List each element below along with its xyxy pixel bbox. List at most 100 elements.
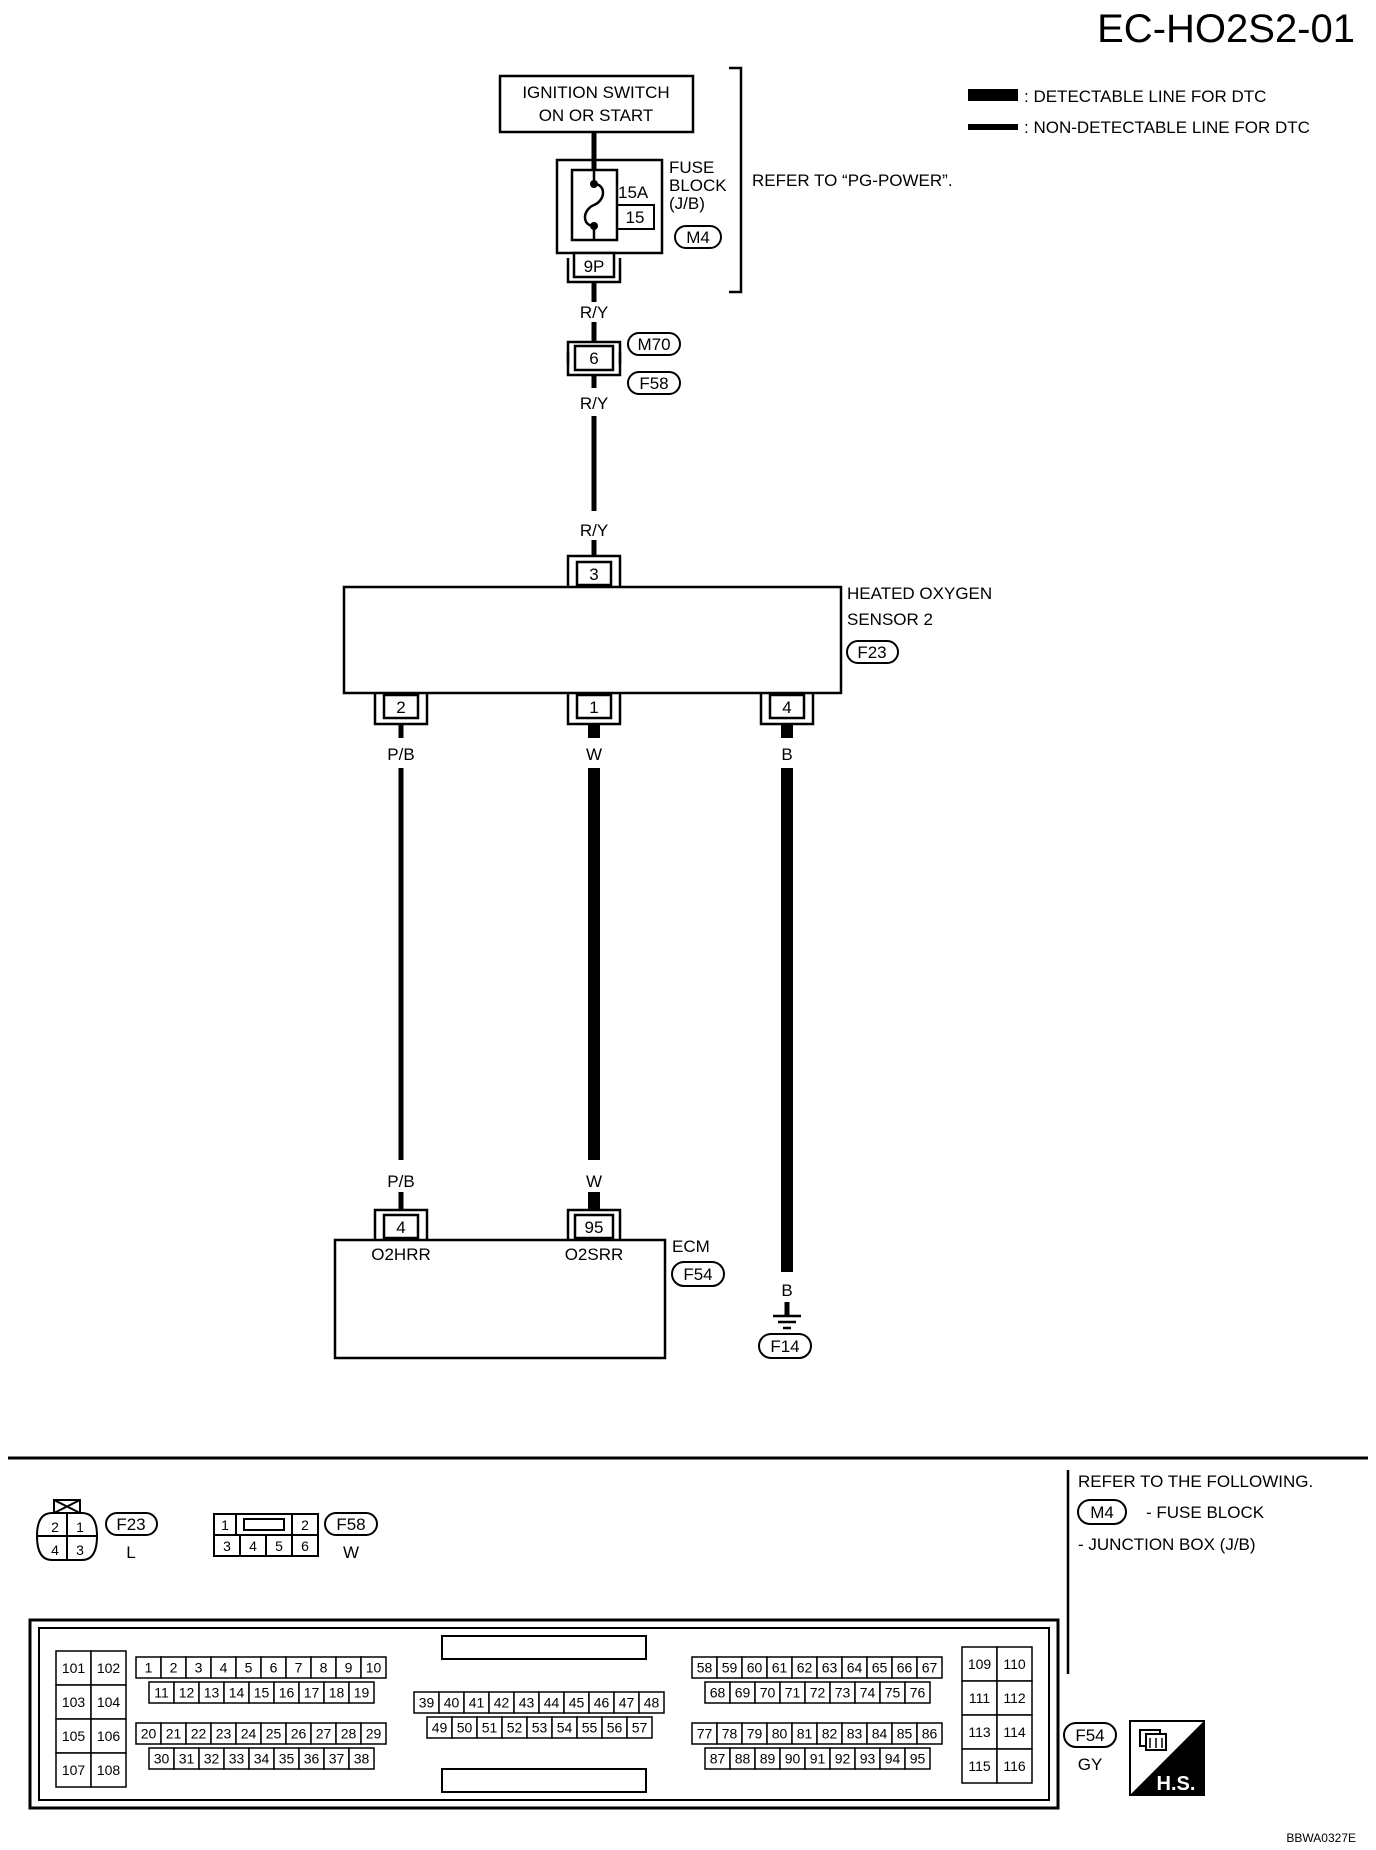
joint-connector-pin-box (573, 344, 615, 372)
ecm-pin-4-box (382, 1213, 420, 1240)
ecm-pin-cell (348, 1747, 375, 1770)
sensor-pin-3-bracket (566, 554, 622, 587)
ecm-pin-cell (996, 1714, 1033, 1750)
ecm-pin-4-bracket (373, 1208, 429, 1240)
connector-f23-pin: 3 (76, 1542, 84, 1558)
fuse-terminal-label: 9P (584, 257, 605, 276)
ecm-pin-number: 95 (910, 1751, 926, 1767)
fuse-terminal-box (572, 251, 616, 279)
ecm-pin-number: 102 (97, 1660, 121, 1676)
wire-color-b: B (781, 745, 792, 764)
wire-color-w: W (586, 1172, 602, 1191)
ecm-pin-number: 62 (797, 1660, 813, 1676)
ecm-pin-95-name: O2SRR (565, 1245, 624, 1264)
ecm-connector-badge (671, 1261, 725, 1287)
ecm-pin-number: 37 (329, 1751, 345, 1767)
ecm-pin-number: 36 (304, 1751, 320, 1767)
ecm-pin-number: 31 (179, 1751, 195, 1767)
ecm-pin-number: 110 (1003, 1656, 1026, 1672)
sensor-pin-1: 1 (589, 698, 598, 717)
connector-f54-outer (28, 1618, 1060, 1810)
joint-connector-badge-b (627, 371, 681, 395)
legend: : DETECTABLE LINE FOR DTC : NON-DETECTAB… (968, 87, 1310, 137)
ecm-pin-number: 48 (644, 1695, 660, 1711)
ecm-pin-cell (90, 1684, 127, 1720)
ecm-pin-number: 14 (229, 1685, 245, 1701)
ecm-pin-number: 92 (835, 1751, 851, 1767)
fuse-block-connector-id: M4 (686, 228, 710, 247)
refer-connector-badge (1077, 1499, 1127, 1525)
ecm-pin-number: 61 (772, 1660, 788, 1676)
ecm-pin-number: 7 (295, 1660, 303, 1676)
ecm-pin-number: 16 (279, 1685, 295, 1701)
ecm-pin-cell (360, 1722, 387, 1745)
sensor-connector-badge (846, 640, 899, 664)
connector-f58-face: 1 2 3 4 5 6 F58 W (213, 1512, 378, 1562)
wire-color-pb: P/B (387, 1172, 414, 1191)
ecm-pin-number: 114 (1003, 1724, 1026, 1740)
fuse-amperage: 15A (618, 183, 649, 202)
legend-non-detectable-label: : NON-DETECTABLE LINE FOR DTC (1024, 118, 1310, 137)
connector-f58-pin: 2 (301, 1517, 309, 1533)
ecm-pin-number: 111 (969, 1690, 990, 1706)
ecm-pin-number: 40 (444, 1695, 460, 1711)
sensor-pin-3: 3 (589, 565, 598, 584)
fuse-block-label-2: BLOCK (669, 176, 727, 195)
ecm-pin-number: 8 (320, 1660, 328, 1676)
ecm-pin-number: 90 (785, 1751, 801, 1767)
joint-connector-badge-a (627, 332, 681, 356)
sensor-label-2: SENSOR 2 (847, 610, 933, 629)
fuse-refer-text: REFER TO “PG-POWER”. (752, 171, 953, 190)
fuse-block: 15A 15 FUSE BLOCK (J/B) M4 9P REFER TO “… (555, 66, 953, 294)
ecm-pin-number: 26 (291, 1726, 307, 1742)
ecm-pin-number: 67 (922, 1660, 938, 1676)
ecm-pin-number: 49 (432, 1720, 448, 1736)
ecm-pin-number: 63 (822, 1660, 838, 1676)
sensor-pin-2: 2 (396, 698, 405, 717)
connector-hand-icon (1139, 1729, 1167, 1751)
ecm-pin-number: 84 (872, 1726, 888, 1742)
connector-f58-badge (324, 1512, 378, 1536)
joint-connector: 6 M70 F58 (566, 332, 681, 395)
ecm-pin-number: 18 (329, 1685, 345, 1701)
ecm-pin-number: 6 (270, 1660, 278, 1676)
ecm-label: ECM (672, 1237, 710, 1256)
ecm-pin-number: 20 (141, 1726, 157, 1742)
ecm-pin-number: 5 (245, 1660, 253, 1676)
ecm-pin-number: 108 (97, 1762, 121, 1778)
connector-f54-badge (1063, 1722, 1117, 1748)
ecm-pin-number: 116 (1003, 1758, 1026, 1774)
connector-f23-pin: 2 (51, 1519, 59, 1535)
ecm-pin-number: 57 (632, 1720, 648, 1736)
ecm-pin-95-bracket (566, 1208, 622, 1240)
wire-color-w: W (586, 745, 602, 764)
ecm-pin-number: 104 (97, 1694, 121, 1710)
figure-code: BBWA0327E (1286, 1831, 1356, 1845)
connector-f23-face: 2 1 4 3 F23 L (35, 1499, 158, 1562)
ecm-pin-number: 33 (229, 1751, 245, 1767)
connector-f58-pin: 3 (223, 1538, 231, 1554)
ecm-pin-number: 85 (897, 1726, 913, 1742)
hs-badge-fill (1130, 1721, 1204, 1795)
ecm-pin-number: 29 (366, 1726, 382, 1742)
ecm-pin-number: 46 (594, 1695, 610, 1711)
ecm-pin-number: 93 (860, 1751, 876, 1767)
ecm-pin-cell (961, 1714, 998, 1750)
ignition-switch: IGNITION SWITCH ON OR START (498, 74, 695, 134)
ecm-pin-95-box (573, 1213, 615, 1240)
ground-connector-badge (758, 1333, 812, 1359)
joint-connector-id-b: F58 (639, 374, 668, 393)
ecm-pin-number: 56 (607, 1720, 623, 1736)
ecm-pin-number: 4 (220, 1660, 228, 1676)
ecm-pin-number: 87 (710, 1751, 726, 1767)
ecm-pin-cell (348, 1681, 375, 1704)
legend-non-detectable-line-swatch (968, 124, 1018, 130)
ecm-pin-95: 95 (585, 1218, 604, 1237)
ecm-pin-number: 10 (366, 1660, 382, 1676)
ecm-pin-4: 4 (396, 1218, 405, 1237)
ecm-pin-number: 89 (760, 1751, 776, 1767)
ecm-pin-number: 2 (170, 1660, 178, 1676)
ecm-pin-number: 19 (354, 1685, 370, 1701)
ecm-pin-number: 22 (191, 1726, 207, 1742)
ecm-pin-number: 64 (847, 1660, 863, 1676)
